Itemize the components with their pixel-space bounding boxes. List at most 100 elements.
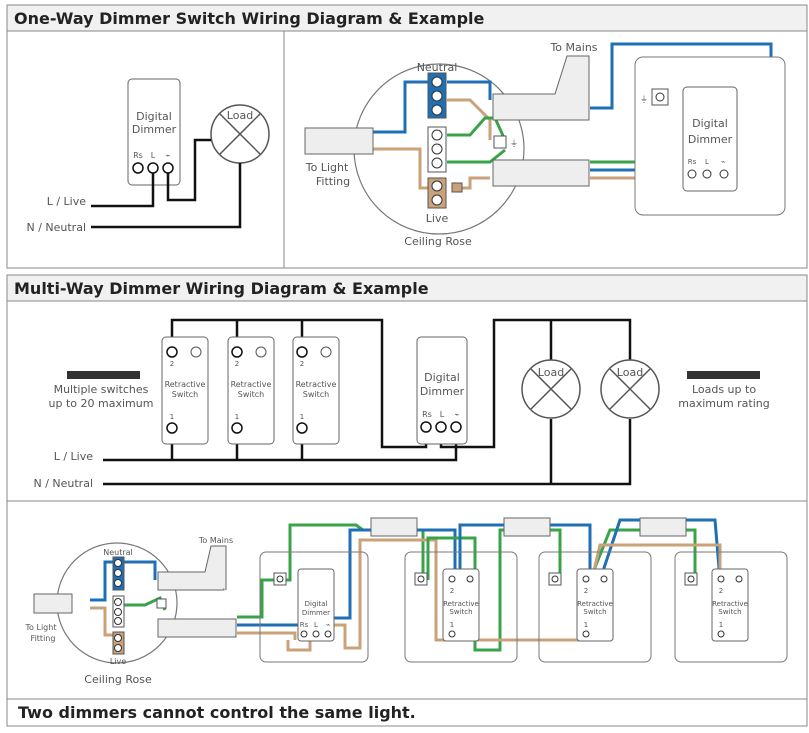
connector-cable-2 <box>503 517 551 537</box>
svg-text:Rs: Rs <box>422 410 432 419</box>
footer-note-bar: Two dimmers cannot control the same ligh… <box>6 698 808 727</box>
svg-text:L: L <box>151 151 156 160</box>
svg-text:1: 1 <box>450 621 454 629</box>
svg-text:Retractive: Retractive <box>577 600 613 608</box>
schematic-wires <box>91 138 242 229</box>
svg-text:Switch: Switch <box>583 608 606 616</box>
svg-text:To Mains: To Mains <box>198 536 233 545</box>
svg-text:Digital: Digital <box>424 371 460 384</box>
svg-text:Dimmer: Dimmer <box>302 609 330 617</box>
svg-text:1: 1 <box>235 413 239 421</box>
section-multi-way-title: Multi-Way Dimmer Wiring Diagram & Exampl… <box>14 279 429 298</box>
multi-switch-box-2: 2 Retractive Switch 1 <box>538 551 652 663</box>
svg-text:2: 2 <box>584 587 588 595</box>
svg-text:L / Live: L / Live <box>54 450 94 463</box>
svg-text:Loads up to: Loads up to <box>692 383 756 396</box>
retractive-switch-1: 2 Retractive Switch 1 <box>161 336 209 445</box>
svg-text:Fitting: Fitting <box>316 175 350 188</box>
light-fitting-cable <box>304 127 374 155</box>
svg-text:⌁: ⌁ <box>455 410 460 419</box>
svg-text:Dimmer: Dimmer <box>420 385 465 398</box>
svg-text:Ceiling Rose: Ceiling Rose <box>84 673 152 686</box>
load-lamp-1: Load <box>521 359 581 419</box>
multi-dimmer-box: Digital Dimmer Rs L ⌁ <box>259 551 369 663</box>
svg-text:Switch: Switch <box>172 390 198 399</box>
digital-dimmer-symbol: Digital Dimmer Rs L ⌁ <box>127 78 181 186</box>
connector-cable-3 <box>639 517 687 537</box>
loads-dots <box>687 371 760 379</box>
svg-text:Load: Load <box>617 366 643 379</box>
rose-loop-block <box>427 126 447 173</box>
svg-text:Load: Load <box>538 366 564 379</box>
rose-neutral-block <box>427 72 447 119</box>
multi-way-dimmer-symbol: Digital Dimmer Rs L ⌁ <box>416 336 468 445</box>
multi-switch-box-1: 2 Retractive Switch 1 <box>404 551 518 663</box>
svg-text:Dimmer: Dimmer <box>132 123 177 136</box>
svg-text:Load: Load <box>227 109 253 122</box>
svg-text:Retractive: Retractive <box>165 380 206 389</box>
svg-text:N / Neutral: N / Neutral <box>33 477 93 490</box>
neutral-label: N / Neutral <box>26 221 86 234</box>
svg-text:Neutral: Neutral <box>417 61 458 74</box>
terminal-rs <box>132 162 144 174</box>
svg-text:L: L <box>705 158 709 166</box>
rose-live-block <box>427 177 447 209</box>
live-label: L / Live <box>47 195 87 208</box>
svg-text:up to 20 maximum: up to 20 maximum <box>49 397 154 410</box>
one-way-schematic: Digital Dimmer Rs L ⌁ Load L / Live N / … <box>26 78 270 234</box>
svg-text:⌁: ⌁ <box>721 158 725 166</box>
switches-dots <box>67 371 140 379</box>
svg-text:Digital: Digital <box>305 600 328 608</box>
svg-text:Rs: Rs <box>688 158 697 166</box>
svg-text:Retractive: Retractive <box>231 380 272 389</box>
svg-text:Fitting: Fitting <box>31 634 56 643</box>
retractive-switch-3: 2 Retractive Switch 1 <box>292 336 340 445</box>
multi-switch-box-3: 2 Retractive Switch 1 <box>674 551 788 663</box>
svg-text:Retractive: Retractive <box>296 380 337 389</box>
svg-text:To Light: To Light <box>305 161 349 174</box>
svg-text:1: 1 <box>719 621 723 629</box>
terminal-l <box>147 162 159 174</box>
svg-text:Switch: Switch <box>718 608 741 616</box>
svg-text:Digital: Digital <box>136 110 172 123</box>
svg-text:2: 2 <box>170 360 174 368</box>
dimmer-back-box: ⏚ Digital Dimmer Rs L ⌁ <box>634 56 786 216</box>
load-lamp-symbol: Load <box>210 104 270 164</box>
svg-text:Digital: Digital <box>692 117 728 130</box>
svg-text:L: L <box>314 621 318 629</box>
svg-text:2: 2 <box>300 360 304 368</box>
svg-text:2: 2 <box>235 360 239 368</box>
svg-text:Retractive: Retractive <box>712 600 748 608</box>
svg-text:⏚: ⏚ <box>640 95 648 104</box>
connector-cable-1 <box>370 517 418 537</box>
svg-text:Live: Live <box>426 212 449 225</box>
svg-text:maximum rating: maximum rating <box>678 397 770 410</box>
section-multi-way: Multi-Way Dimmer Wiring Diagram & Exampl… <box>6 274 808 700</box>
svg-text:1: 1 <box>300 413 304 421</box>
svg-text:2: 2 <box>450 587 454 595</box>
terminal-dim <box>162 162 174 174</box>
footer-note: Two dimmers cannot control the same ligh… <box>18 703 416 722</box>
svg-text:1: 1 <box>170 413 174 421</box>
svg-text:⌁: ⌁ <box>326 621 330 629</box>
svg-text:Live: Live <box>110 657 126 666</box>
svg-text:To Light: To Light <box>25 623 57 632</box>
switch-cable <box>492 159 590 187</box>
svg-text:Switch: Switch <box>449 608 472 616</box>
svg-text:1: 1 <box>584 621 588 629</box>
svg-text:L: L <box>440 410 445 419</box>
svg-text:To Mains: To Mains <box>549 41 597 54</box>
multi-way-example: To Mains To Light Fitting Neutral Live C… <box>25 517 788 686</box>
svg-text:Rs: Rs <box>133 151 143 160</box>
earth-terminal <box>493 135 507 149</box>
svg-text:⏚: ⏚ <box>510 139 518 148</box>
svg-text:Multiple switches: Multiple switches <box>54 383 149 396</box>
svg-text:Rs: Rs <box>300 621 309 629</box>
svg-text:Ceiling Rose: Ceiling Rose <box>404 235 472 248</box>
one-way-example: ⏚ To Mains To Light Fitting Neutral Live… <box>304 41 786 248</box>
section-one-way-title: One-Way Dimmer Switch Wiring Diagram & E… <box>14 9 485 28</box>
svg-text:Retractive: Retractive <box>443 600 479 608</box>
retractive-switch-2: 2 Retractive Switch 1 <box>227 336 275 445</box>
svg-text:2: 2 <box>719 587 723 595</box>
